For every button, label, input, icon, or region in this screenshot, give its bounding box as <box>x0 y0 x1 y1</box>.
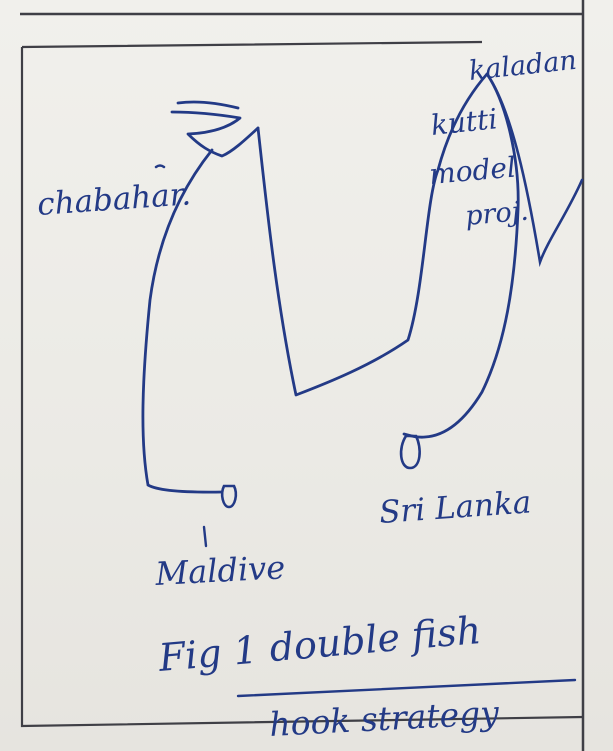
chabahar-dot <box>156 166 164 168</box>
arrow-head-scribble <box>172 102 258 156</box>
caption-underline <box>238 680 575 696</box>
label-kutti: kutti <box>429 102 499 142</box>
maldives-pointer <box>204 527 206 546</box>
label-chabahar: chabahar. <box>36 176 192 223</box>
label-model: model <box>428 151 517 191</box>
caption-line-2: hook strategy <box>268 693 500 744</box>
label-kaladan: kaladan <box>467 45 578 87</box>
label-proj: proj. <box>464 196 530 232</box>
label-maldives: Maldive <box>153 548 286 593</box>
caption-line-1: Fig 1 double fish <box>156 608 483 680</box>
label-srilanka: Sri Lanka <box>378 484 532 531</box>
srilanka-marker <box>401 436 420 468</box>
maldives-marker <box>222 486 236 507</box>
